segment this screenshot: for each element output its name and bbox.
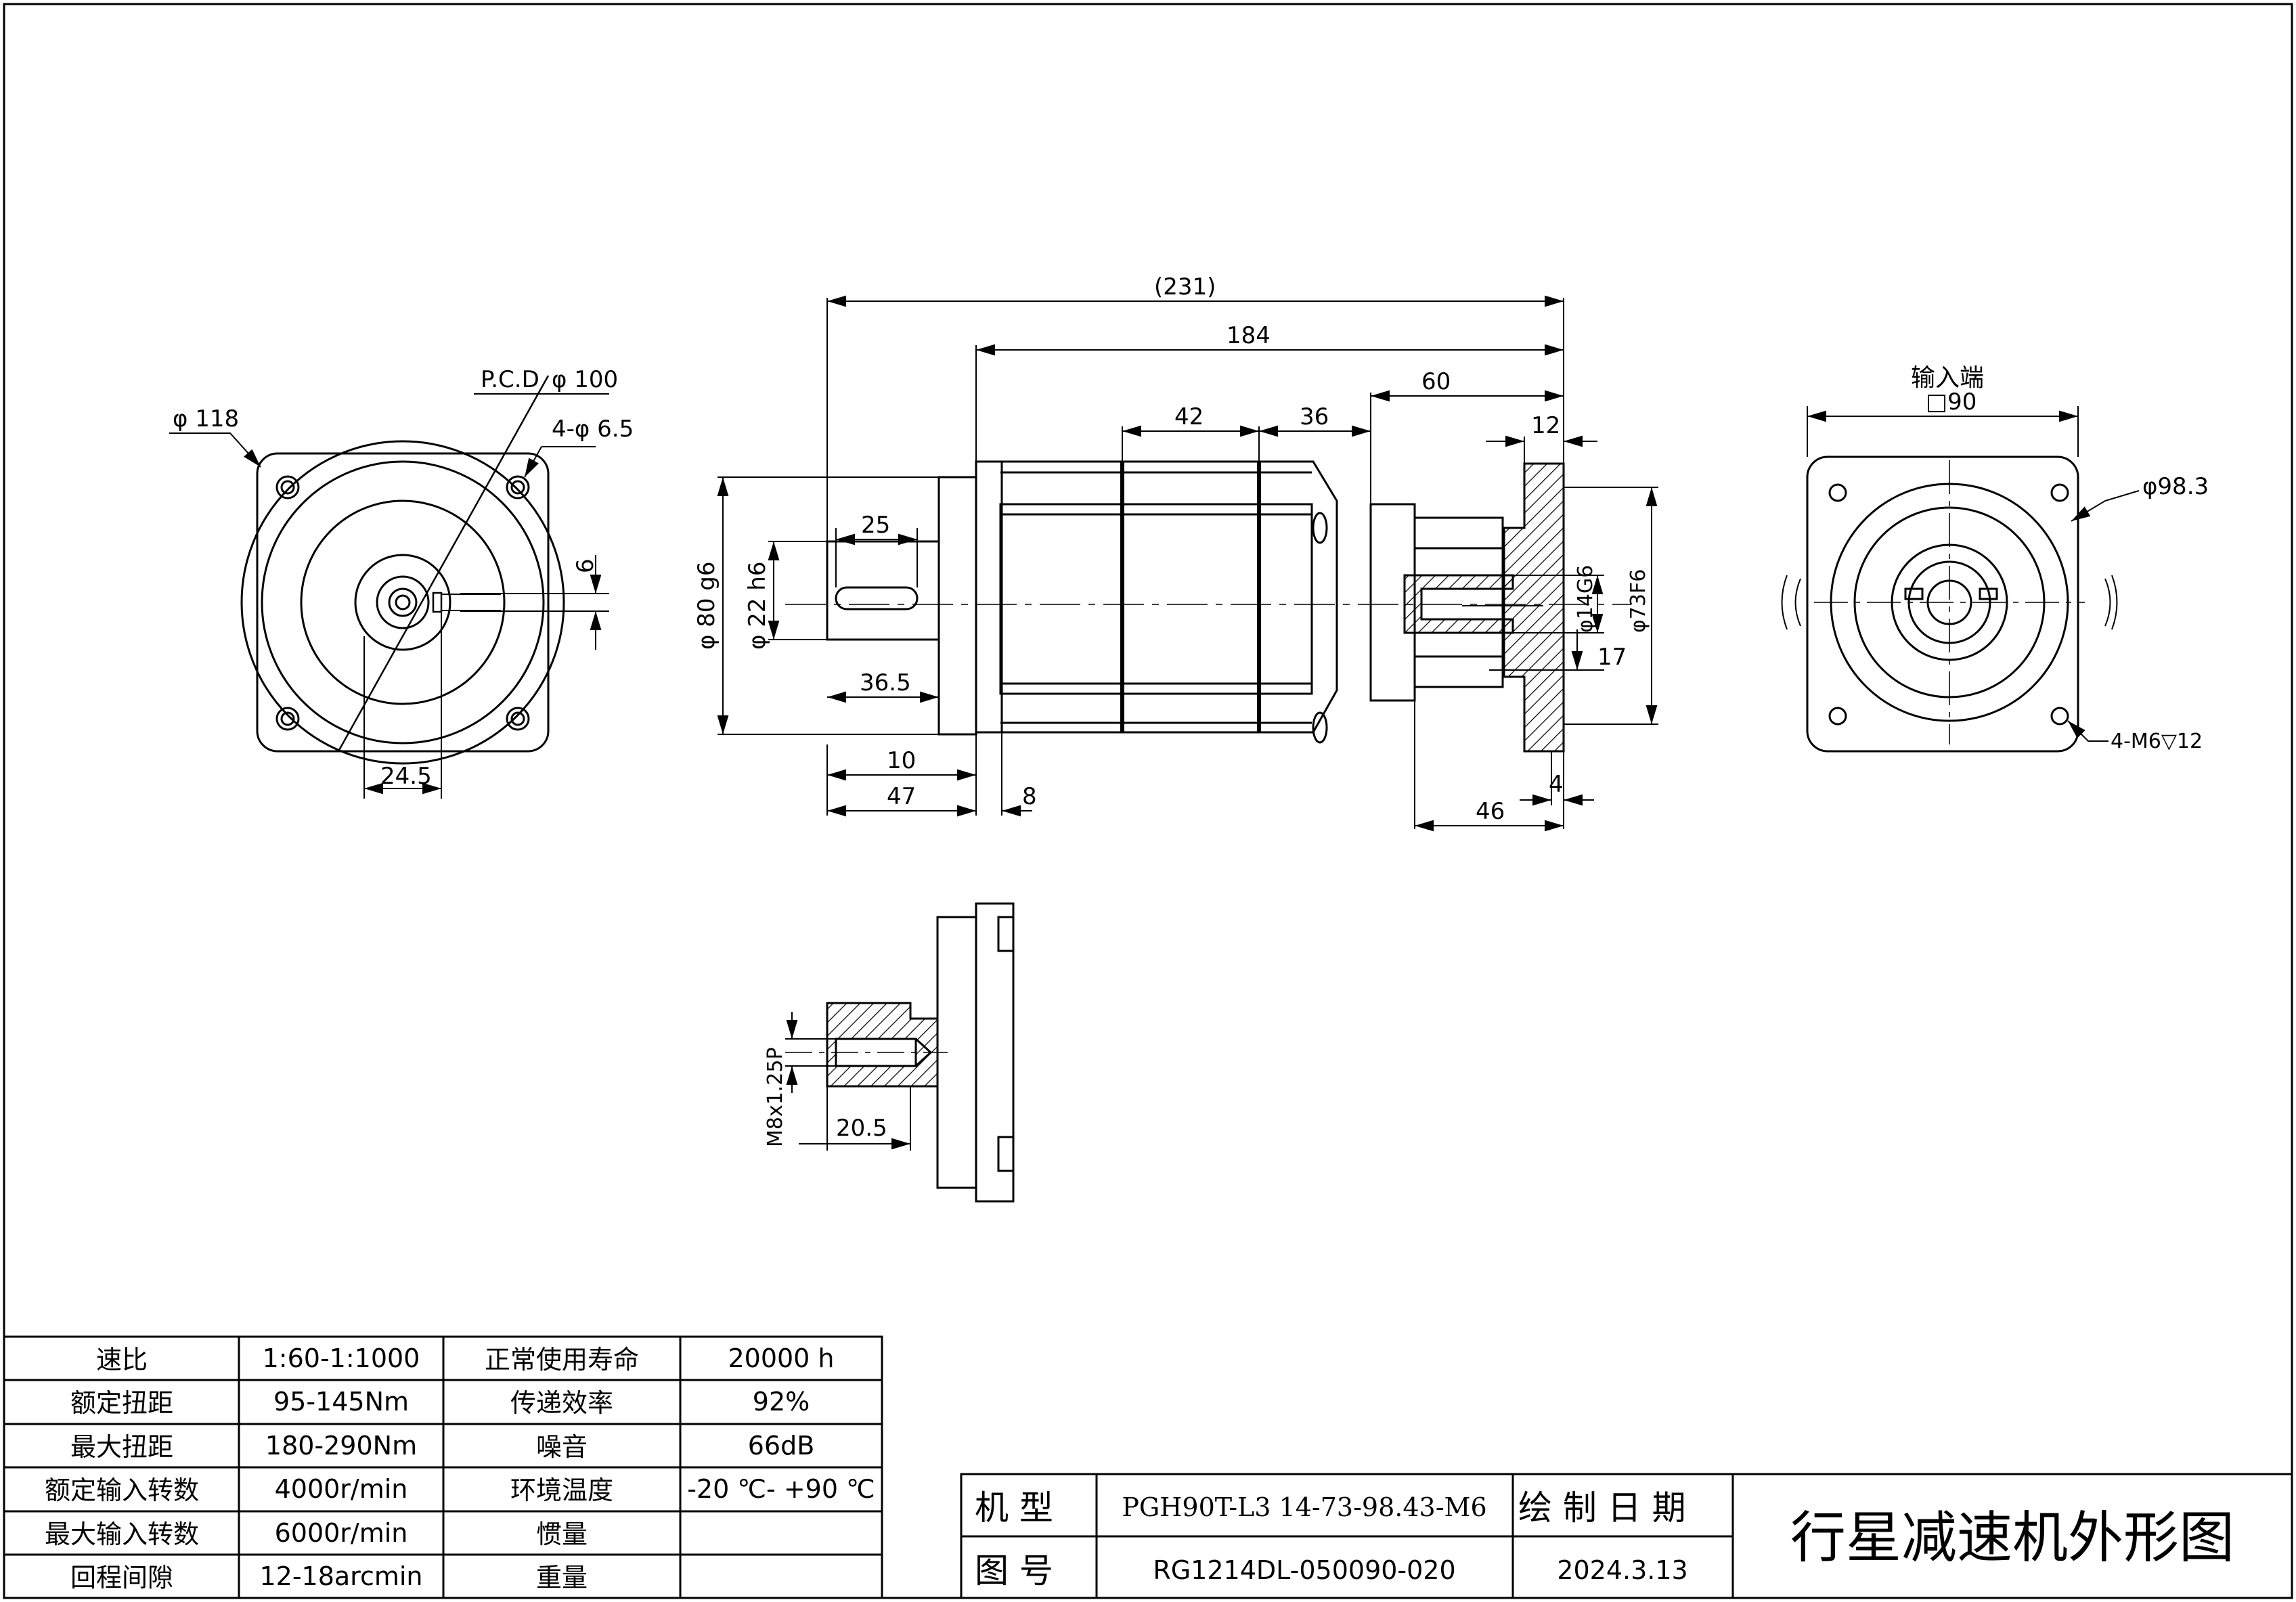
input-square: □90 [1926,388,1977,416]
date-value: 2024.3.13 [1557,1555,1687,1585]
date-label: 绘 制 日 期 [1518,1488,1686,1528]
dim-input-pilot: φ73F6 [1627,569,1650,633]
side-dimensions [717,295,1658,832]
title-block [960,1473,2293,1599]
spec-key: 噪音 [536,1432,588,1462]
holes-label: 4-φ 6.5 [552,416,634,443]
input-pcd: φ98.3 [2142,473,2209,500]
dim-46: 46 [1476,798,1505,825]
input-holes: 4-M6▽12 [2111,730,2203,753]
spec-value: 6000r/min [275,1518,408,1548]
thread-label: M8x1.25P [764,1047,787,1147]
dim-overall: (231) [1154,273,1216,301]
section-view [785,902,1015,1203]
spec-value: 1:60-1:1000 [263,1343,420,1373]
spec-key: 额定输入转数 [45,1475,199,1505]
spec-key: 环境温度 [510,1475,613,1505]
spec-key: 正常使用寿命 [485,1345,639,1375]
spec-key: 最大扭距 [70,1432,173,1462]
dim-47: 47 [887,783,916,810]
spec-row-4: 最大输入转数 6000r/min 惯量 [45,1518,588,1549]
dim-input-bore: φ14G6 [1574,565,1597,633]
spec-row-0: 速比 1:60-1:1000 正常使用寿命 20000 h [96,1343,835,1375]
dim-17: 17 [1597,644,1627,671]
spec-value: 4000r/min [275,1474,408,1504]
drawing-no-label: 图 号 [975,1551,1053,1590]
drawing-no-value: RG1214DL-050090-020 [1153,1555,1455,1585]
thread-depth: 20.5 [836,1115,887,1142]
dim-8: 8 [1022,783,1037,810]
dim-36: 36 [1300,403,1329,430]
spec-value: 66dB [748,1431,815,1461]
front-view [169,375,609,799]
spec-value: 95-145Nm [273,1387,409,1417]
key-height-label: 24.5 [380,763,432,790]
spec-value: 92% [753,1387,810,1417]
dim-42: 42 [1174,403,1204,430]
pcd-value: φ 100 [552,366,618,393]
model-value: PGH90T-L3 14-73-98.43-M6 [1122,1492,1486,1522]
spec-value: 12-18arcmin [259,1561,422,1591]
spec-table [3,1335,883,1599]
spec-row-2: 最大扭距 180-290Nm 噪音 66dB [70,1431,814,1462]
spec-key: 重量 [536,1563,588,1593]
spec-row-1: 额定扭距 95-145Nm 传递效率 92% [70,1387,810,1418]
key-width-label: 6 [572,558,599,573]
dim-pilot-dia: φ 80 g6 [693,561,720,650]
input-view [1781,406,2140,753]
side-view [785,460,1631,753]
dim-10: 10 [887,747,916,774]
dim-12: 12 [1531,412,1560,439]
model-label: 机 型 [975,1488,1053,1528]
dim-body: 184 [1227,322,1271,349]
spec-value: -20 ℃- +90 ℃ [687,1474,875,1504]
input-title: 输入端 [1911,364,1984,392]
dim-4: 4 [1549,771,1564,798]
dim-36-5: 36.5 [860,669,911,696]
pcd-label: P.C.D [481,366,539,393]
dim-input-flange: 60 [1421,368,1451,395]
drawing-title: 行星减速机外形图 [1790,1506,2234,1570]
spec-row-3: 额定输入转数 4000r/min 环境温度 -20 ℃- +90 ℃ [45,1474,875,1505]
spec-key: 惯量 [536,1519,588,1549]
spec-key: 最大输入转数 [45,1519,199,1549]
front-od-label: φ 118 [173,405,239,432]
spec-value: 20000 h [728,1343,834,1373]
spec-key: 回程间隙 [70,1563,173,1593]
spec-key: 速比 [96,1345,148,1375]
spec-key: 额定扭距 [70,1388,173,1418]
dim-25: 25 [861,512,890,539]
spec-value: 180-290Nm [265,1431,417,1461]
spec-row-5: 回程间隙 12-18arcmin 重量 [70,1561,588,1593]
spec-key: 传递效率 [510,1388,613,1418]
dim-shaft-dia: φ 22 h6 [744,562,771,650]
